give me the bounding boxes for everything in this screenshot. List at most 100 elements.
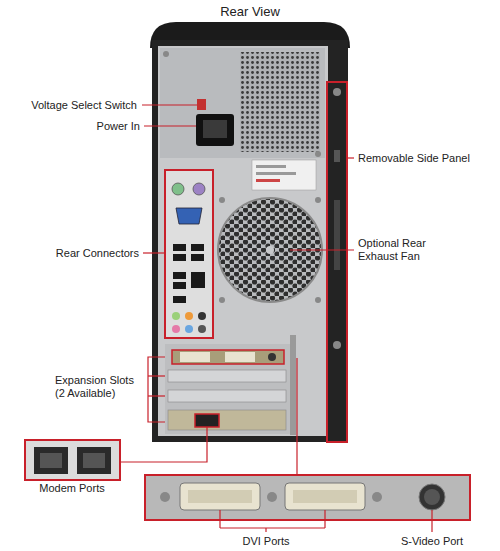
power-supply-part [240, 52, 320, 152]
leader-lines-part [148, 357, 165, 422]
io-plate-part [173, 282, 186, 289]
callout-label: Rear Connectors [56, 247, 139, 260]
power-supply-part [197, 99, 206, 110]
io-plate-part [172, 312, 180, 320]
callout-label: Expansion Slots (2 Available) [55, 374, 143, 400]
leader-lines-part [265, 528, 266, 532]
modem-inset-part [83, 453, 105, 468]
io-plate-part [185, 325, 193, 333]
side-panel-part [333, 88, 341, 96]
power-supply-part [315, 151, 321, 157]
expansion-area [165, 335, 296, 435]
exhaust-fan-grille-part [219, 197, 225, 203]
callout-label: Voltage Select Switch [31, 99, 137, 112]
modem-inset-part [34, 447, 68, 474]
expansion-area-part [168, 370, 286, 382]
video-inset-part [188, 490, 252, 503]
leader-lines-part [431, 510, 432, 532]
sticker-part [252, 160, 316, 190]
io-plate-part [191, 244, 204, 251]
video-inset-part [372, 492, 382, 502]
callout-label: Optional Rear Exhaust Fan [358, 237, 443, 263]
io-plate-part [198, 325, 206, 333]
leader-lines-part [148, 375, 165, 376]
io-plate-part [172, 183, 184, 195]
video-inset-part [419, 484, 445, 510]
leader-lines-part [120, 427, 207, 462]
leader-lines-part [148, 395, 165, 396]
exhaust-fan-grille-part [315, 297, 321, 303]
expansion-area-part [168, 390, 286, 402]
exhaust-fan-grille-part [315, 197, 321, 203]
sticker-part [256, 172, 296, 175]
leader-lines-part [347, 157, 354, 158]
callout-label: Modem Ports [39, 482, 104, 495]
io-plate-part [176, 208, 202, 224]
expansion-area-part [180, 352, 210, 362]
exhaust-fan-grille-part [266, 246, 274, 254]
power-supply [160, 48, 325, 158]
video-inset-part [267, 492, 277, 502]
diagram-title: Rear View [220, 4, 280, 19]
sticker-part [256, 179, 280, 182]
leader-lines-part [296, 358, 297, 475]
expansion-area-part [195, 414, 219, 427]
video-inset-part [180, 483, 260, 510]
leader-lines-part [143, 252, 165, 253]
power-supply-part [160, 48, 325, 158]
power-supply-part [203, 120, 227, 138]
exhaust-fan-grille-part [219, 297, 225, 303]
video-inset-part [285, 483, 365, 510]
modem-inset-part [40, 453, 62, 468]
side-panel [327, 82, 347, 442]
io-plate-part [173, 254, 186, 261]
callout-label: DVI Ports [242, 535, 289, 548]
power-supply-part [163, 51, 169, 57]
video-inset-part [160, 492, 170, 502]
callout-label: Removable Side Panel [358, 152, 470, 165]
io-plate-part [185, 312, 193, 320]
modem-inset-part [77, 447, 111, 474]
io-plate-part [173, 296, 186, 303]
io-plate-part [172, 325, 180, 333]
io-plate-part [191, 254, 204, 261]
expansion-area-part [172, 350, 284, 364]
leader-lines-part [219, 510, 220, 528]
io-plate [165, 170, 213, 338]
expansion-area-part [165, 344, 290, 434]
tower-case-part [152, 40, 348, 442]
video-inset-part [293, 490, 357, 503]
expansion-area-part [168, 410, 286, 430]
leader-lines-part [324, 510, 325, 528]
side-panel-part [334, 200, 340, 270]
io-plate-part [165, 170, 213, 338]
io-plate-part [191, 272, 205, 288]
modem-inset [25, 440, 120, 480]
leader-lines-part [220, 527, 325, 528]
video-inset-part [145, 475, 470, 520]
modem-inset-part [25, 440, 120, 480]
callout-label: S-Video Port [401, 535, 463, 548]
io-plate-part [173, 272, 186, 279]
callout-label: Power In [97, 120, 140, 133]
expansion-area-part [225, 352, 255, 362]
expansion-area-part [290, 335, 296, 435]
leader-lines-part [142, 104, 197, 105]
io-plate-part [198, 312, 206, 320]
leader-lines [120, 105, 432, 532]
side-panel-part [333, 341, 341, 349]
sticker [252, 160, 316, 190]
leader-lines-part [144, 125, 196, 126]
io-plate-part [173, 244, 186, 251]
power-supply-part [196, 114, 234, 146]
sticker-part [256, 165, 286, 168]
video-inset [145, 475, 470, 520]
io-plate-part [193, 183, 205, 195]
video-inset-part [424, 489, 440, 505]
side-panel-part [334, 150, 340, 162]
side-panel-part [327, 82, 347, 442]
expansion-area-part [268, 353, 276, 361]
tower-case [150, 22, 350, 442]
